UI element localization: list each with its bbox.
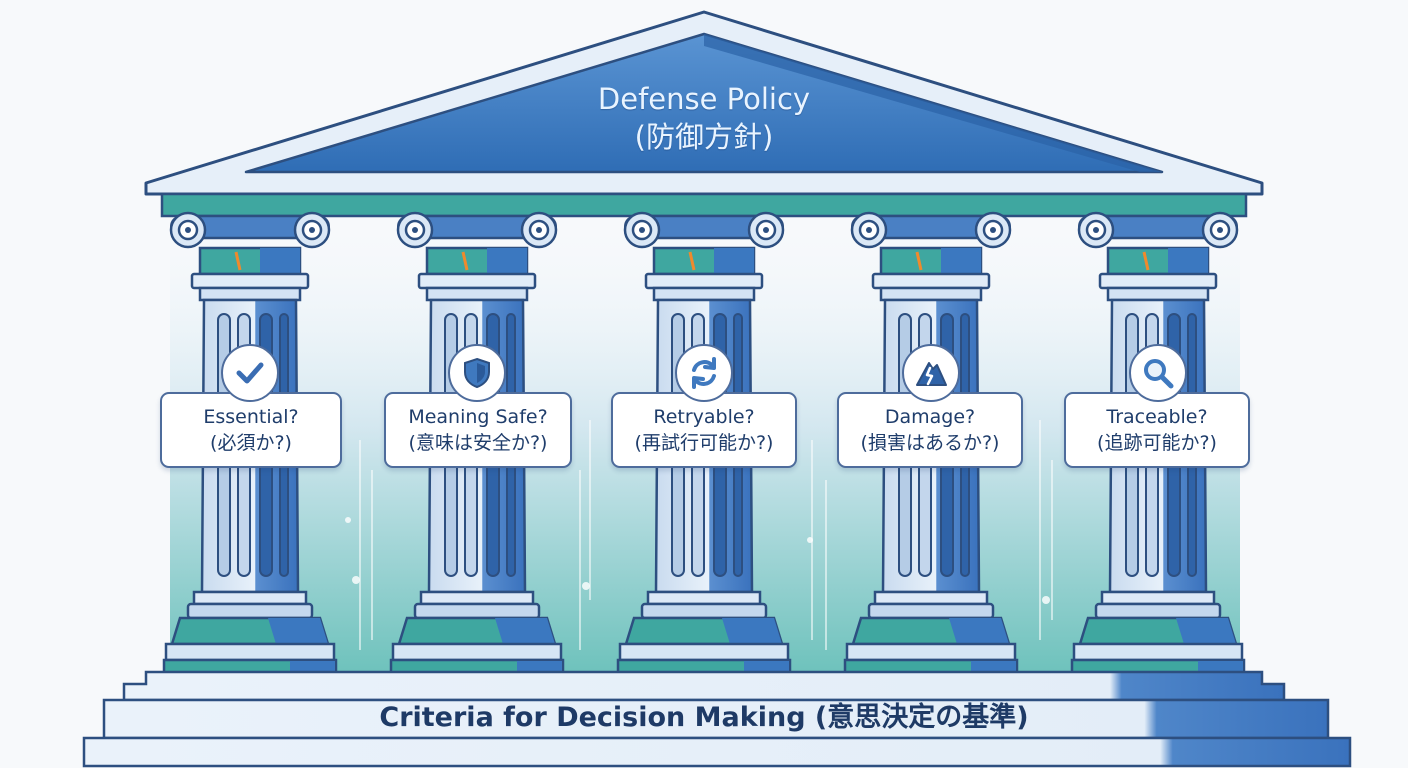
base-step-upper [122, 670, 1286, 702]
entablature [160, 192, 1248, 218]
base-step-middle [102, 698, 1330, 740]
pillar-label-en: Damage? [884, 406, 976, 428]
pillar-label-retryable: Retryable? (再試行可能か?) [611, 392, 797, 468]
checkmark-icon [221, 344, 279, 402]
data-stream-lines [359, 420, 1053, 650]
pillar-label-en: Traceable? [1106, 406, 1208, 428]
refresh-icon [675, 344, 733, 402]
pillar-label-damage: Damage? (損害はあるか?) [837, 392, 1023, 468]
shield-icon [448, 344, 506, 402]
base-title: Criteria for Decision Making (意思決定の基準) [379, 702, 1029, 733]
roof-title-en: Defense Policy [597, 82, 811, 116]
roof-title: Defense Policy (防御方針) [504, 80, 904, 156]
pillar-label-ja: (追跡可能か?) [1097, 432, 1217, 454]
pillar-label-en: Retryable? [653, 406, 755, 428]
pillar-label-traceable: Traceable? (追跡可能か?) [1064, 392, 1250, 468]
glow-dots [345, 517, 1050, 604]
pillar-label-en: Essential? [203, 406, 299, 428]
pillar-label-essential: Essential? (必須か?) [160, 392, 342, 468]
pillar-label-ja: (損害はあるか?) [860, 432, 1000, 454]
base-step-lower [82, 736, 1352, 768]
pillar-label-ja: (必須か?) [210, 432, 292, 454]
roof-title-ja: (防御方針) [634, 120, 774, 154]
broken-mountain-icon [902, 344, 960, 402]
pillar-label-ja: (再試行可能か?) [634, 432, 774, 454]
pillar-label-meaning-safe: Meaning Safe? (意味は安全か?) [384, 392, 572, 468]
magnifier-icon [1129, 344, 1187, 402]
pillar-label-en: Meaning Safe? [408, 406, 548, 428]
pillar-label-ja: (意味は安全か?) [408, 432, 548, 454]
